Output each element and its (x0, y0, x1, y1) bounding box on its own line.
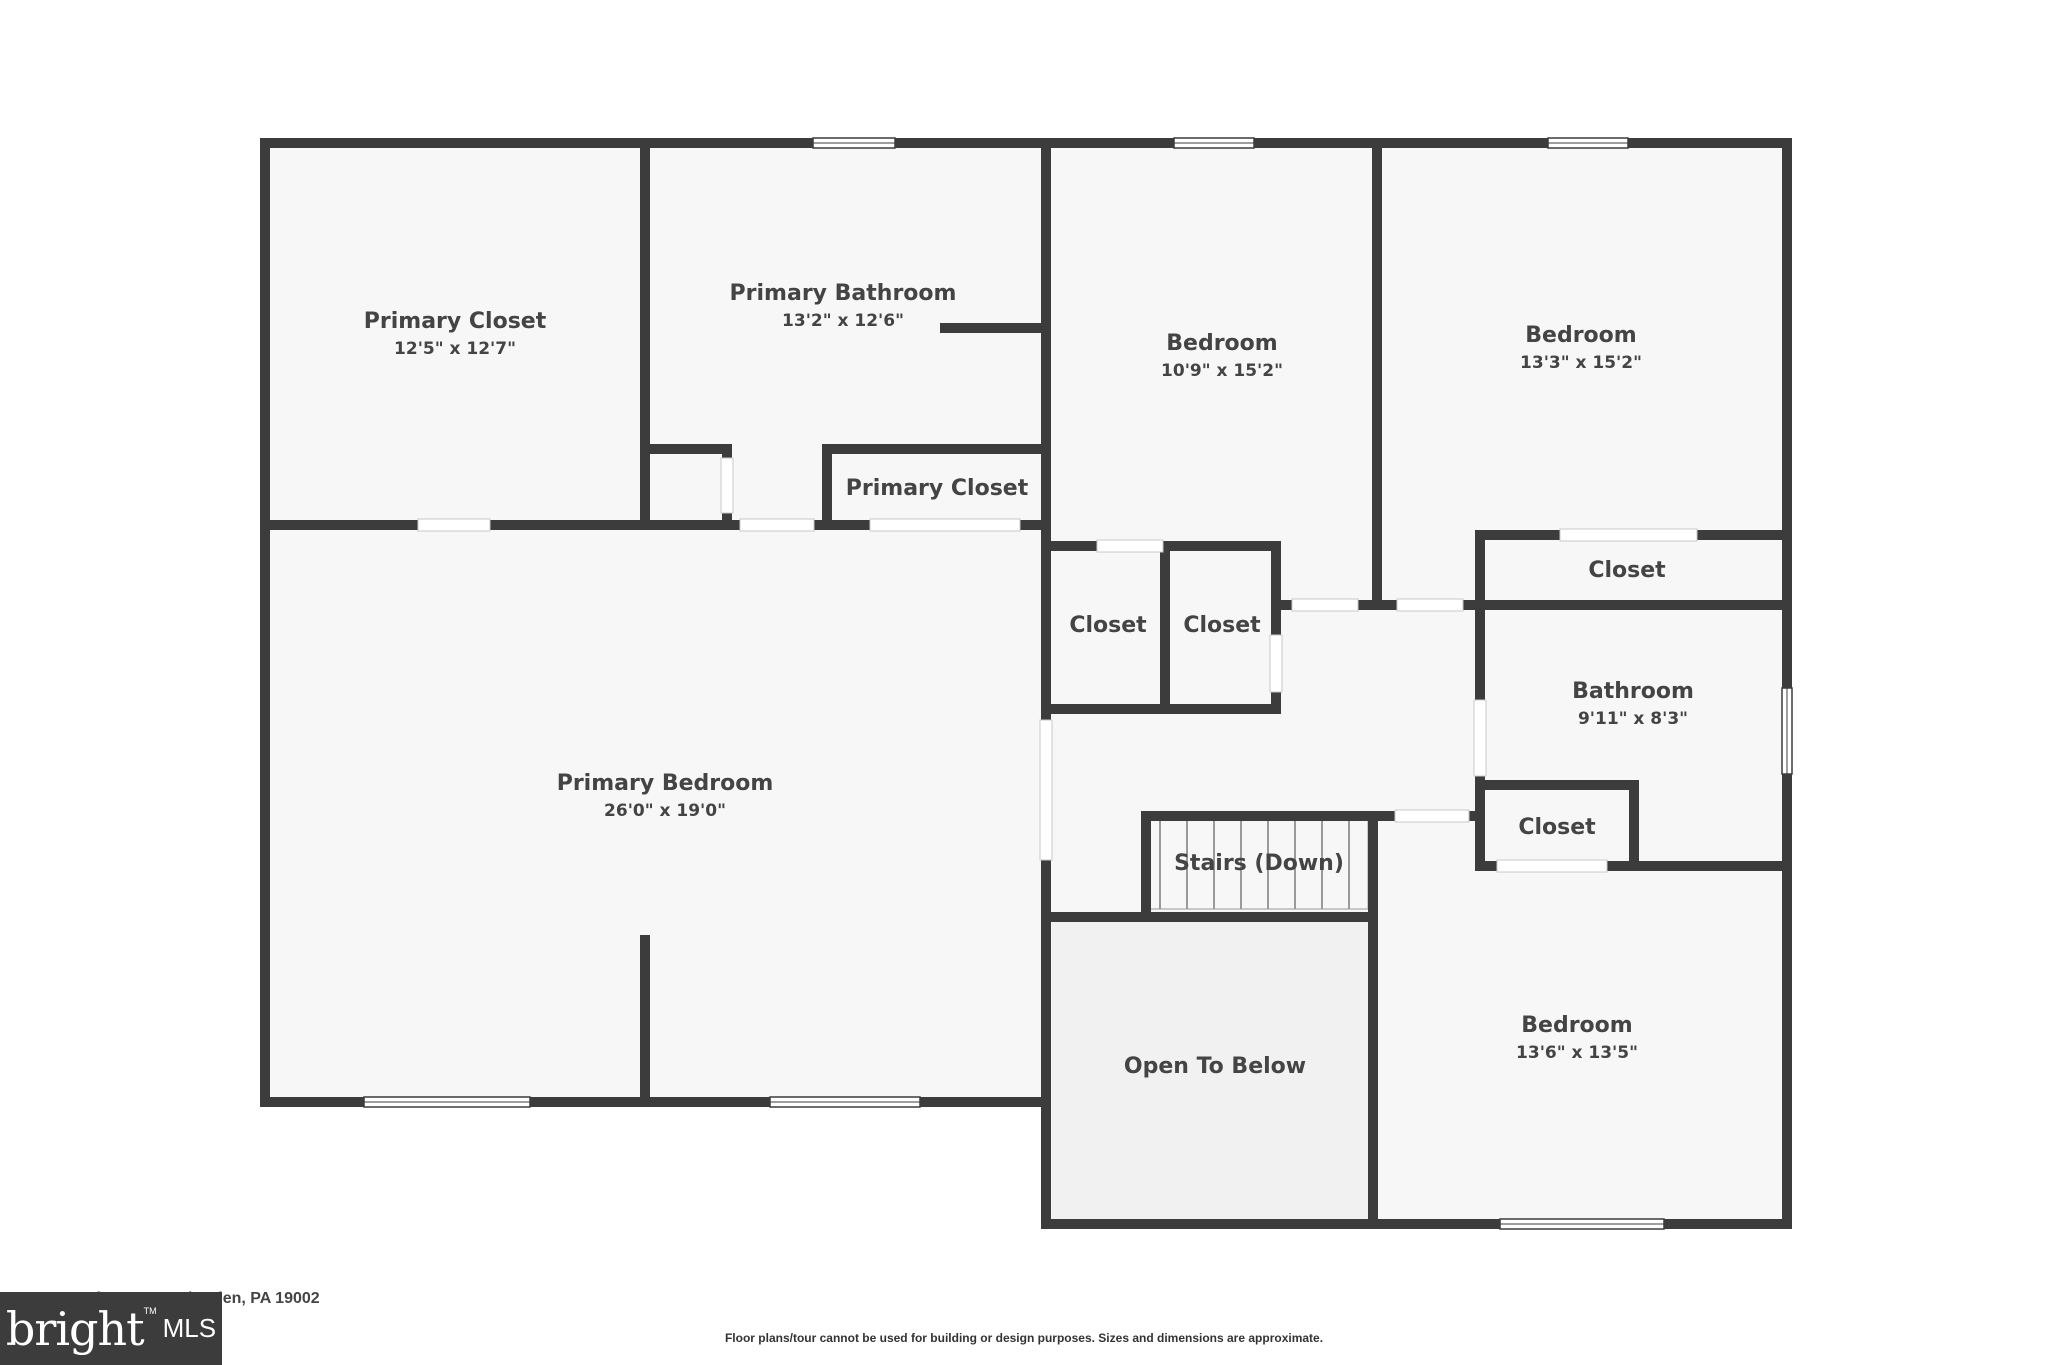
room-name: Bathroom (1572, 679, 1694, 704)
room-stairs: Stairs (Down) (1174, 851, 1344, 876)
room-closet-1: Closet (1069, 613, 1147, 638)
door-openings (417, 457, 1698, 873)
room-closet-3: Closet (1588, 558, 1666, 583)
room-name: Bedroom (1525, 323, 1636, 348)
room-name: Primary Closet (846, 476, 1029, 501)
room-dimensions: 10'9" x 15'2" (1161, 361, 1283, 381)
room-name: Primary Closet (364, 309, 547, 334)
room-primary-bedroom: Primary Bedroom 26'0" x 19'0" (557, 771, 774, 821)
room-dimensions: 9'11" x 8'3" (1578, 709, 1688, 729)
room-open-to-below: Open To Below (1124, 1054, 1306, 1079)
room-closet-2: Closet (1183, 613, 1261, 638)
room-name: Stairs (Down) (1174, 851, 1344, 876)
room-primary-bathroom: Primary Bathroom 13'2" x 12'6" (730, 281, 957, 331)
room-name: Open To Below (1124, 1054, 1306, 1079)
room-bedroom-2: Bedroom 13'3" x 15'2" (1520, 323, 1642, 373)
room-bedroom-3: Bedroom 13'6" x 13'5" (1516, 1013, 1638, 1063)
room-name: Closet (1183, 613, 1261, 638)
room-name: Closet (1518, 815, 1596, 840)
room-dimensions: 13'2" x 12'6" (782, 311, 904, 331)
logo-mls: MLS (162, 1313, 217, 1343)
room-name: Primary Bathroom (730, 281, 957, 306)
room-name: Closet (1588, 558, 1666, 583)
open-to-below-area (1052, 917, 1373, 1221)
room-bedroom-1: Bedroom 10'9" x 15'2" (1161, 331, 1283, 381)
room-name: Bedroom (1521, 1013, 1632, 1038)
window-panes (364, 142, 1788, 1225)
room-dimensions: 13'3" x 15'2" (1520, 353, 1642, 373)
room-name: Primary Bedroom (557, 771, 774, 796)
room-primary-closet-small: Primary Closet (846, 476, 1029, 501)
room-bathroom: Bathroom 9'11" x 8'3" (1572, 679, 1694, 729)
disclaimer-text: Floor plans/tour cannot be used for buil… (724, 1331, 1324, 1345)
logo-trademark: TM (143, 1305, 157, 1316)
room-primary-closet-large: Primary Closet 12'5" x 12'7" (364, 309, 547, 359)
logo-wordmark: bright (5, 1301, 145, 1356)
room-dimensions: 12'5" x 12'7" (394, 339, 516, 359)
room-closet-4: Closet (1518, 815, 1596, 840)
room-name: Closet (1069, 613, 1147, 638)
room-dimensions: 13'6" x 13'5" (1516, 1043, 1638, 1063)
floor-fill (265, 143, 1787, 1224)
bright-mls-logo: bright TM MLS (0, 1292, 222, 1365)
room-name: Bedroom (1166, 331, 1277, 356)
room-dimensions: 26'0" x 19'0" (604, 801, 726, 821)
